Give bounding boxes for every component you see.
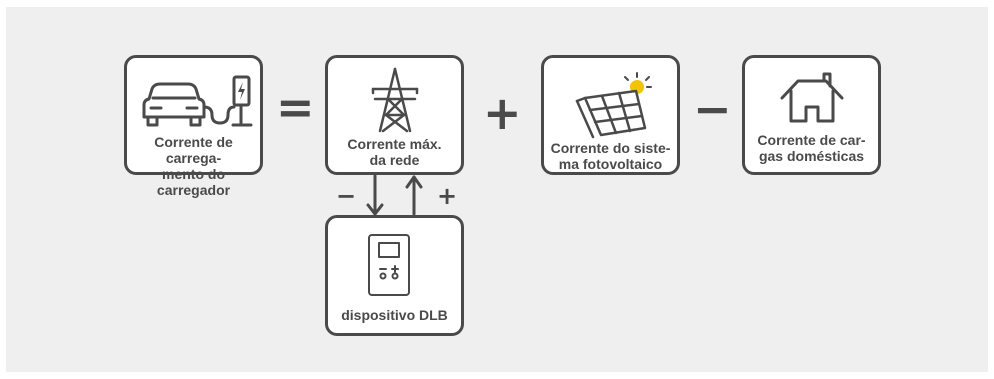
dlb-device-label: dispositivo DLB: [341, 307, 448, 323]
down-arrow-minus-sign: −: [336, 182, 357, 210]
solar-current-box: Corrente do siste- ma fotovoltaico: [541, 55, 680, 175]
grid-max-current-box: Corrente máx. da rede: [325, 55, 464, 175]
home-loads-current-box: Corrente de car- gas domésticas: [742, 55, 881, 175]
up-arrow-icon: [405, 175, 423, 216]
dlb-device-icon: [368, 234, 410, 296]
charger-current-label: Corrente de carrega- mento do carregador: [154, 134, 233, 198]
down-arrow-icon: [366, 174, 384, 216]
solar-current-label: Corrente do siste- ma fotovoltaico: [550, 140, 671, 172]
grid-max-current-label: Corrente máx. da rede: [347, 136, 442, 168]
equals-operator: =: [276, 80, 315, 134]
car-charger-icon: [142, 75, 253, 127]
power-tower-icon: [371, 67, 419, 133]
home-loads-current-label: Corrente de car- gas domésticas: [757, 132, 866, 164]
plus-operator: +: [483, 86, 522, 140]
charger-current-box: Corrente de carrega- mento do carregador: [124, 55, 263, 198]
up-arrow-plus-sign: +: [437, 182, 458, 210]
house-icon: [780, 72, 844, 123]
solar-panel-icon: [575, 72, 652, 139]
dlb-device-box: dispositivo DLB: [325, 215, 464, 336]
minus-operator: −: [693, 82, 732, 136]
